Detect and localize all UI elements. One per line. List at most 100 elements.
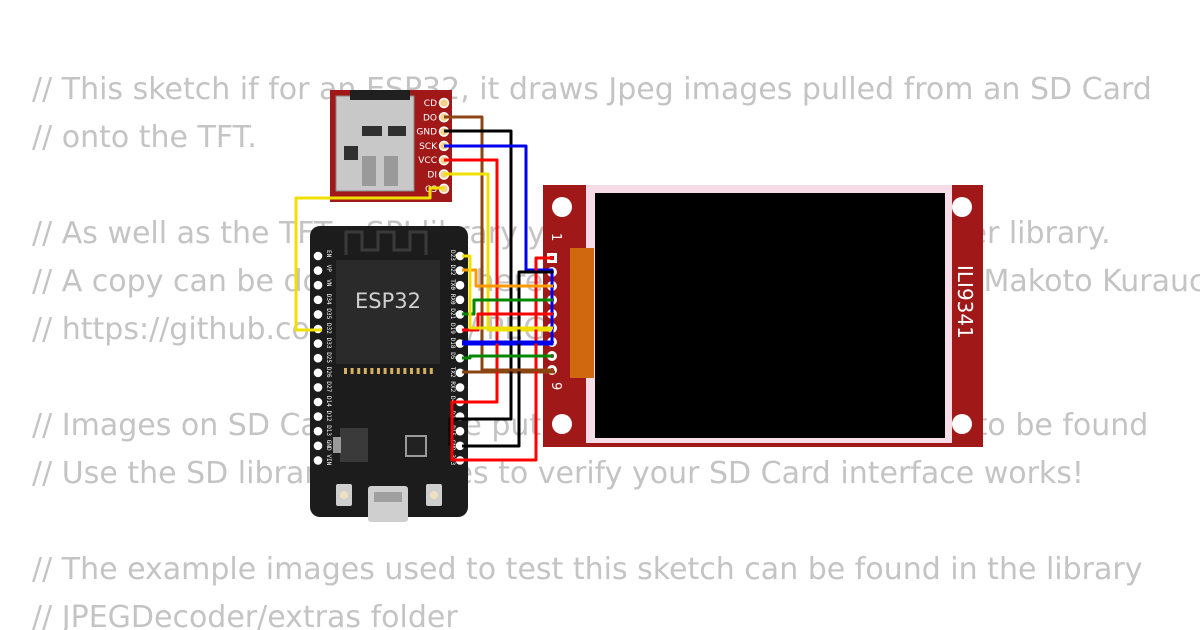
- esp32-pin-right-d21[interactable]: [455, 310, 465, 319]
- sd-socket-top: [350, 90, 410, 100]
- code-line: // Use the SD library examples to verify…: [32, 456, 1084, 491]
- esp32-pin-left-d34[interactable]: [313, 295, 323, 305]
- esp32-left-header: ENVPVND34D35D32D33D25D26D27D14D12D13GNDV…: [313, 250, 332, 466]
- wire-tft-rst[interactable]: [462, 298, 553, 316]
- usb-port-inner: [374, 492, 402, 502]
- module-pad: [416, 368, 420, 374]
- esp32-pin-right-tx0[interactable]: [455, 280, 465, 290]
- esp32-pin-left-gnd[interactable]: [313, 441, 323, 451]
- module-pad: [410, 368, 413, 374]
- sd-pin-label-gnd: GND: [416, 128, 437, 138]
- esp32-pin-label: D26: [325, 367, 332, 378]
- esp32-pin-label: EN: [325, 250, 332, 258]
- sd-pin-label-do: DO: [423, 113, 437, 123]
- esp32-pin-right-d5[interactable]: [455, 353, 465, 363]
- esp32-pin-label: D23: [449, 250, 456, 261]
- esp32-pin-label: D22: [449, 265, 456, 276]
- esp32-pin-right-d22[interactable]: [455, 266, 465, 275]
- esp32-pin-right-d15[interactable]: [455, 426, 465, 436]
- module-pad: [423, 368, 427, 374]
- module-pad: [350, 368, 354, 374]
- wire-sd-gnd[interactable]: [444, 129, 513, 446]
- wire-tft-vcc[interactable]: [462, 256, 553, 462]
- esp32-pin-left-vn[interactable]: [313, 280, 323, 290]
- sd-contact: [362, 156, 376, 186]
- usb-chip: [405, 435, 427, 457]
- esp32-module-pads: [344, 368, 433, 374]
- code-line: // This sketch if for an ESP32, it draws…: [32, 72, 1152, 107]
- esp32-pin-right-gnd[interactable]: [455, 441, 465, 451]
- esp32-pin-label: TX2: [449, 367, 456, 378]
- module-pad: [383, 368, 387, 374]
- module-pad: [390, 368, 394, 374]
- esp32-pin-left-d26[interactable]: [313, 368, 323, 378]
- esp32-pin-label: D19: [449, 323, 456, 334]
- code-line: // The example images used to test this …: [32, 552, 1142, 587]
- module-pad: [429, 368, 433, 374]
- esp32-pin-label: GND: [325, 440, 332, 451]
- esp32-pin-label: RX2: [449, 381, 456, 392]
- esp32-pin-label: D34: [325, 294, 332, 305]
- reset-button-cap[interactable]: [430, 491, 438, 499]
- module-pad: [396, 368, 400, 374]
- esp32-pin-label: D35: [325, 308, 332, 319]
- voltage-regulator: [340, 428, 368, 462]
- esp32-pin-label: D18: [449, 338, 456, 349]
- esp32-pin-label: D14: [325, 396, 332, 407]
- sd-contact: [388, 126, 406, 136]
- tft-display[interactable]: ILI9341 1 9: [543, 185, 983, 447]
- usb-port: [368, 486, 408, 522]
- mount-hole: [552, 414, 572, 434]
- tft-pin-number-last: 9: [548, 382, 563, 390]
- code-line: // onto the TFT.: [32, 120, 257, 155]
- sd-contact: [344, 146, 358, 160]
- sd-pin-label-sck: SCK: [419, 142, 438, 152]
- wire-tft-dc[interactable]: [462, 312, 553, 332]
- esp32-pin-left-d35[interactable]: [313, 310, 323, 319]
- sd-pin-label-cd: CD: [424, 99, 437, 109]
- module-pad: [357, 368, 361, 374]
- sd-contact: [384, 156, 398, 186]
- esp32-pin-right-d23[interactable]: [455, 251, 465, 261]
- esp32-pin-label: D27: [325, 381, 332, 392]
- wire-sd-vcc[interactable]: [444, 158, 499, 462]
- esp32-pin-left-d12[interactable]: [313, 412, 323, 421]
- tft-model-label: ILI9341: [953, 265, 977, 339]
- esp32-board[interactable]: ESP32 ENVPVND34D35D32D33D25D26D27D14D12D…: [310, 226, 468, 522]
- esp32-module: [336, 260, 440, 364]
- esp32-pin-left-d13[interactable]: [313, 426, 323, 436]
- sd-pin-label-vcc: VCC: [418, 156, 437, 166]
- boot-button-cap[interactable]: [340, 491, 348, 499]
- wire-tft-miso[interactable]: [462, 368, 553, 374]
- tft-ribbon: [570, 248, 594, 378]
- module-pad: [403, 368, 407, 374]
- tft-screen: [595, 193, 945, 438]
- esp32-pin-left-d25[interactable]: [313, 353, 323, 363]
- esp32-pin-left-d27[interactable]: [313, 383, 323, 392]
- esp32-chip-label: ESP32: [355, 289, 421, 313]
- mount-hole: [952, 197, 972, 217]
- wire-tft-gnd[interactable]: [462, 270, 553, 448]
- esp32-pin-left-en[interactable]: [313, 251, 323, 261]
- wire-tft-led[interactable]: [462, 354, 553, 360]
- voltage-regulator-tab: [333, 437, 341, 453]
- sd-pin-cd[interactable]: [438, 97, 450, 109]
- module-pad: [344, 368, 347, 374]
- esp32-pin-left-vin[interactable]: [313, 456, 323, 465]
- esp32-pin-left-d14[interactable]: [313, 397, 323, 407]
- wire-sd-cs[interactable]: [294, 186, 444, 332]
- sd-pin-label-di: DI: [427, 171, 437, 181]
- esp32-pin-left-d33[interactable]: [313, 339, 323, 348]
- esp32-pin-label: D33: [325, 338, 332, 349]
- esp32-pin-label: RX0: [449, 294, 456, 305]
- mount-hole: [952, 414, 972, 434]
- esp32-pin-label: D25: [325, 352, 332, 363]
- wires: [294, 115, 555, 462]
- esp32-pin-label: VIN: [325, 454, 332, 465]
- esp32-pin-right-rx0[interactable]: [455, 295, 465, 305]
- esp32-pin-left-vp[interactable]: [313, 266, 323, 275]
- sd-contact: [362, 126, 382, 136]
- esp32-pin-right-rx2[interactable]: [455, 383, 465, 392]
- wire-tft-mosi[interactable]: [462, 254, 553, 330]
